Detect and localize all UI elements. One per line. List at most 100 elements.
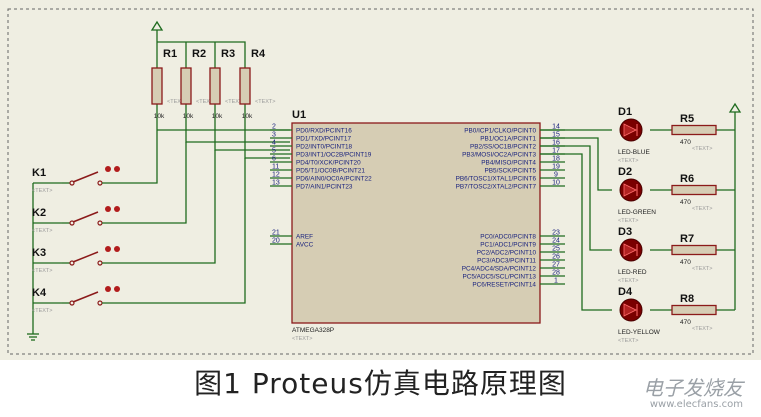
ground-symbol <box>27 322 39 341</box>
resistor-value: 10k <box>212 113 223 120</box>
pin-number: 21 <box>272 230 280 237</box>
power-terminal-left <box>150 20 164 42</box>
pin-number: 28 <box>552 270 560 277</box>
pin-name: PD0/RXD/PCINT16 <box>296 127 352 134</box>
text-tag: <TEXT> <box>692 266 712 272</box>
pin-name: AREF <box>296 233 313 240</box>
push-switch: K1<TEXT> <box>32 166 124 194</box>
pin-number: 5 <box>272 148 276 155</box>
text-tag: <TEXT> <box>618 338 638 344</box>
pin-name: AVCC <box>296 241 314 248</box>
led-part: LED-RED <box>618 269 647 276</box>
resistor-ref: R5 <box>680 113 694 125</box>
push-switch: K3<TEXT> <box>32 246 124 274</box>
text-tag: <TEXT> <box>692 326 712 332</box>
pin-name: PB6/TOSC1/XTAL1/PCINT6 <box>456 175 537 182</box>
resistor-ref: R2 <box>192 48 206 60</box>
schematic-svg: U1 ATMEGA328P <TEXT> 2PD0/RXD/PCINT163PD… <box>0 0 761 360</box>
mcu-pin-left: 21 AREF <box>270 230 313 240</box>
pin-number: 25 <box>552 246 560 253</box>
led-part: LED-BLUE <box>618 149 650 156</box>
pin-name: PB0/ICP1/CLKO/PCINT0 <box>464 127 536 134</box>
pin-number: 16 <box>552 140 560 147</box>
mcu-left-pins: 2PD0/RXD/PCINT163PD1/TXD/PCINT174PD2/INT… <box>270 124 372 248</box>
text-tag: <TEXT> <box>618 218 638 224</box>
pin-name: PB3/MOSI/OC2A/PCINT3 <box>462 151 536 158</box>
pin-name: PD7/AIN1/PCINT23 <box>296 183 353 190</box>
mcu-ref: U1 <box>292 109 306 121</box>
push-switch: K4<TEXT> <box>32 286 124 314</box>
resistor-value: 10k <box>183 113 194 120</box>
mcu-part: ATMEGA328P <box>292 327 334 334</box>
pin-name: PC3/ADC3/PCINT11 <box>477 257 536 264</box>
resistor-ref: R7 <box>680 233 694 245</box>
text-tag: <TEXT> <box>618 158 638 164</box>
resistor-value: 470 <box>680 319 691 326</box>
led-ref: D3 <box>618 226 632 238</box>
push-switch: K2 <TEXT> <box>32 206 124 234</box>
watermark-logo: 电子发烧友 www.elecfans.com <box>643 372 743 410</box>
pin-name: PB2/SS/OC1B/PCINT2 <box>470 143 537 150</box>
pin-name: PB7/TOSC2/XTAL2/PCINT7 <box>456 183 537 190</box>
leds: D1LED-BLUE<TEXT>D2LED-GREEN<TEXT>D3LED-R… <box>618 106 661 344</box>
mcu-right-pins: 14PB0/ICP1/CLKO/PCINT015PB1/OC1A/PCINT11… <box>456 124 565 288</box>
led-resistors: R5470<TEXT>R6470<TEXT>R7470<TEXT>R8470<T… <box>671 113 717 332</box>
text-tag: <TEXT> <box>618 278 638 284</box>
resistor-ref: R4 <box>251 48 266 60</box>
sheet-border <box>7 8 754 355</box>
text-tag: <TEXT> <box>692 206 712 212</box>
resistor-ref: R3 <box>221 48 235 60</box>
pin-name: PC4/ADC4/SDA/PCINT12 <box>462 265 537 272</box>
text-tag: <TEXT> <box>167 99 187 105</box>
mcu-pin-right: 26 PC3/ADC3/PCINT11 <box>477 254 565 264</box>
switch-ref: K2 <box>32 207 46 219</box>
mcu-pin-right: 9 PB6/TOSC1/XTAL1/PCINT6 <box>456 172 565 182</box>
pin-number: 11 <box>272 164 279 171</box>
led-resistor: R7 470<TEXT> <box>671 233 717 272</box>
resistor-value: 470 <box>680 259 691 266</box>
pin-name: PB4/MISO/PCINT4 <box>481 159 536 166</box>
pin-name: PC1/ADC1/PCINT9 <box>480 241 536 248</box>
figure-caption: 图1 Proteus仿真电路原理图 <box>194 367 567 400</box>
switch-ref: K3 <box>32 247 46 259</box>
switch-ref: K4 <box>32 287 47 299</box>
text-tag: <TEXT> <box>32 228 52 234</box>
pin-name: PD4/T0/XCK/PCINT20 <box>296 159 361 166</box>
pullup-resistors: R110k<TEXT>R210k<TEXT>R310k<TEXT>R410k<T… <box>151 48 275 120</box>
pin-number: 23 <box>552 230 560 237</box>
pin-number: 9 <box>554 172 558 179</box>
pin-number: 26 <box>552 254 560 261</box>
text-tag: <TEXT> <box>692 146 712 152</box>
wires <box>32 41 736 322</box>
watermark-text: 电子发烧友 <box>643 376 743 400</box>
led-ref: D2 <box>618 166 632 178</box>
text-tag: <TEXT> <box>225 99 245 105</box>
pin-number: 14 <box>552 124 560 131</box>
power-terminal-right <box>728 102 742 124</box>
pin-name: PD1/TXD/PCINT17 <box>296 135 351 142</box>
pin-number: 10 <box>552 180 560 187</box>
resistor-ref: R8 <box>680 293 694 305</box>
